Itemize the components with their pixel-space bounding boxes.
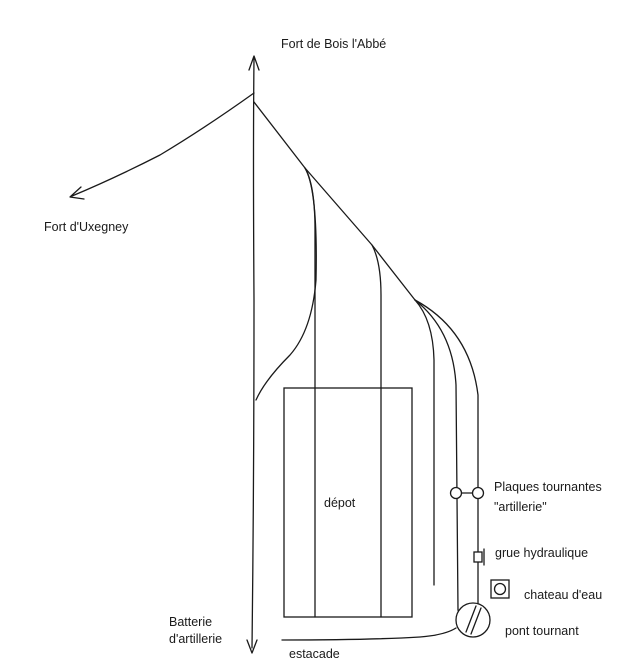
label-fort-bois-labbe: Fort de Bois l'Abbé — [281, 37, 386, 51]
chateau-deau-symbol — [490, 579, 510, 599]
depot-track-left — [304, 167, 316, 618]
diagonal-main-line — [253, 101, 416, 301]
pont-tournant-symbol — [455, 602, 491, 638]
label-chateau: chateau d'eau — [524, 588, 602, 602]
depot-track-right — [371, 244, 382, 618]
turntable-right-icon — [471, 486, 485, 500]
grue-hydraulique-symbol — [473, 548, 485, 566]
label-batterie-line2: d'artillerie — [169, 632, 222, 646]
main-vertical-line — [246, 55, 260, 654]
siding-1 — [414, 299, 435, 586]
label-grue: grue hydraulique — [495, 546, 588, 560]
arrow-up-icon — [248, 55, 260, 71]
depot-label: dépot — [324, 496, 356, 510]
crane-icon — [473, 551, 483, 563]
label-plaques-line2: "artillerie" — [494, 500, 547, 514]
siding-2 — [414, 299, 467, 619]
turntable-left-icon — [449, 486, 463, 500]
branch-to-fort-uxegney — [69, 92, 255, 200]
depot-building: dépot — [283, 387, 413, 618]
arrow-down-icon — [246, 639, 258, 654]
siding-3 — [414, 299, 479, 606]
label-batterie-line1: Batterie — [169, 615, 212, 629]
branch-curve-to-main — [255, 167, 317, 401]
label-estacade: estacade — [289, 647, 340, 660]
arrow-left-icon — [69, 186, 85, 200]
water-tower-icon — [493, 582, 507, 596]
turntable-bridge-icon — [455, 602, 491, 638]
estacade-track — [281, 627, 457, 641]
label-plaques-line1: Plaques tournantes — [494, 480, 602, 494]
label-pont: pont tournant — [505, 624, 579, 638]
plaques-tournantes — [449, 486, 485, 500]
label-fort-uxegney: Fort d'Uxegney — [44, 220, 129, 234]
